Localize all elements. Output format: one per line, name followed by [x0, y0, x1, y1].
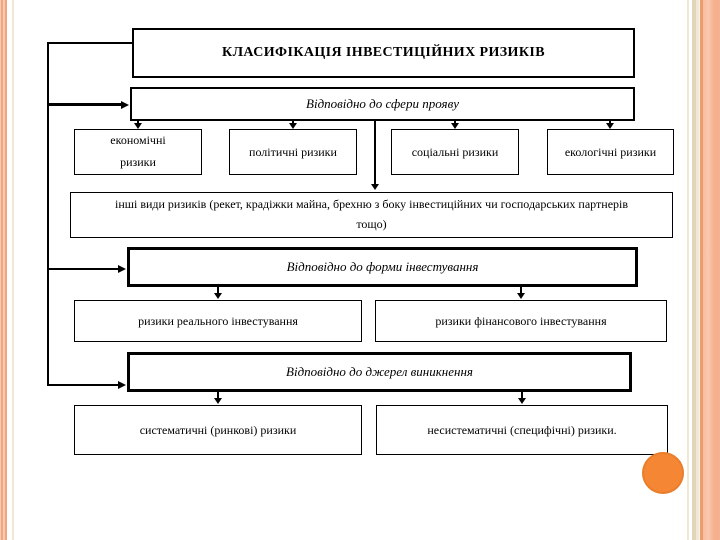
section3-header: Відповідно до джерел виникнення: [127, 352, 632, 392]
arrowhead-down-icon: [214, 398, 222, 404]
section2-header: Відповідно до форми інвестування: [127, 247, 638, 287]
arrowhead-down-icon: [517, 293, 525, 299]
right-border-stripe: [685, 0, 720, 540]
arrowhead-down-icon: [518, 398, 526, 404]
arrowhead-right-icon: [121, 100, 129, 109]
connector-line: [521, 392, 523, 400]
arrowhead-right-icon: [118, 265, 126, 273]
decorative-circle: [642, 452, 684, 494]
risk-box-political: політичні ризики: [229, 129, 357, 175]
arrowhead-down-icon: [371, 184, 379, 190]
connector-line: [454, 119, 456, 125]
risk-box-social: соціальні ризики: [391, 129, 519, 175]
connector-line: [609, 119, 611, 125]
connector-trunk-line: [47, 42, 49, 386]
risk-box-financial-investment: ризики фінансового інвестування: [375, 300, 667, 342]
section1-header: Відповідно до сфери прояву: [130, 87, 635, 121]
connector-line: [292, 119, 294, 125]
risk-box-systematic: систематичні (ринкові) ризики: [74, 405, 362, 455]
arrowhead-down-icon: [289, 123, 297, 129]
diagram-title: КЛАСИФІКАЦІЯ ІНВЕСТИЦІЙНИХ РИЗИКІВ: [132, 28, 635, 78]
risk-box-real-investment: ризики реального інвестування: [74, 300, 362, 342]
risk-box-ecological: екологічні ризики: [547, 129, 674, 175]
connector-line: [374, 121, 376, 185]
connector-line: [217, 392, 219, 400]
risk-box-nonsystematic: несистематичні (специфічні) ризики.: [376, 405, 668, 455]
arrowhead-down-icon: [451, 123, 459, 129]
risk-box-economic: економічні ризики: [74, 129, 202, 175]
arrowhead-down-icon: [134, 123, 142, 129]
connector-title-line: [47, 42, 133, 44]
left-border-stripe: [0, 0, 15, 540]
connector-section1-line: [47, 103, 121, 106]
connector-line: [217, 287, 219, 295]
connector-line: [137, 119, 139, 125]
arrowhead-down-icon: [606, 123, 614, 129]
arrowhead-right-icon: [118, 381, 126, 389]
risk-box-other: інші види ризиків (рекет, крадіжки майна…: [70, 192, 673, 238]
connector-line: [520, 287, 522, 295]
connector-section2-line: [47, 268, 119, 270]
arrowhead-down-icon: [214, 293, 222, 299]
connector-section3-line: [47, 384, 119, 386]
